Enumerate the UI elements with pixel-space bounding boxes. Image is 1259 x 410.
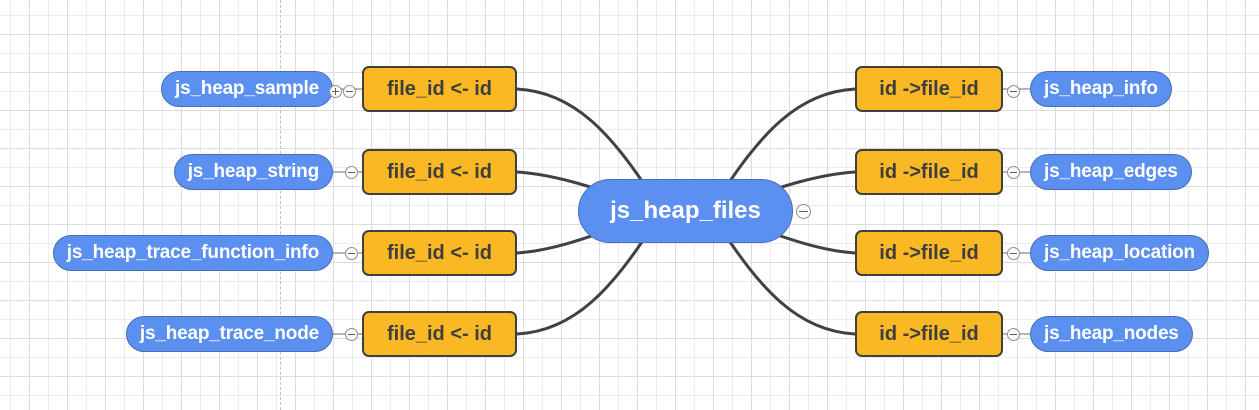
relation-label: file_id <- id [386,160,493,183]
relation-label: file_id <- id [386,77,493,100]
table-node-label: js_heap_trace_node [139,323,319,344]
minus-icon[interactable] [345,166,358,179]
minus-icon[interactable] [1007,247,1020,260]
minus-icon[interactable] [1007,328,1020,341]
relation-node[interactable]: file_id <- id [362,149,517,195]
table-node-js-heap-trace-function-info[interactable]: js_heap_trace_function_info [52,235,333,271]
relation-node[interactable]: file_id <- id [362,66,517,112]
minus-icon[interactable] [1007,166,1020,179]
table-node-label: js_heap_edges [1044,161,1178,182]
relation-node[interactable]: id ->file_id [855,149,1003,195]
relation-node[interactable]: id ->file_id [855,230,1003,276]
table-node-js-heap-trace-node[interactable]: js_heap_trace_node [125,316,333,352]
minus-icon[interactable] [1007,85,1020,98]
minus-icon[interactable] [796,204,811,219]
table-node-label: js_heap_sample [174,78,319,99]
relation-node[interactable]: file_id <- id [362,311,517,357]
relation-label: file_id <- id [386,241,493,264]
table-node-label: js_heap_trace_function_info [66,242,319,263]
table-node-label: js_heap_info [1044,78,1158,99]
table-node-js-heap-nodes[interactable]: js_heap_nodes [1030,316,1193,352]
relation-label: id ->file_id [879,322,979,345]
table-node-js-heap-info[interactable]: js_heap_info [1030,71,1172,107]
relation-label: id ->file_id [879,160,979,183]
table-node-js-heap-sample[interactable]: js_heap_sample [160,71,333,107]
table-node-js-heap-location[interactable]: js_heap_location [1030,235,1209,271]
relation-node[interactable]: id ->file_id [855,66,1003,112]
root-node-js-heap-files[interactable]: js_heap_files [578,179,793,243]
relation-node[interactable]: file_id <- id [362,230,517,276]
table-node-label: js_heap_string [187,161,320,182]
table-node-label: js_heap_nodes [1044,323,1179,344]
table-node-js-heap-string[interactable]: js_heap_string [173,154,333,190]
table-node-label: js_heap_location [1044,242,1195,263]
minus-icon[interactable] [343,85,356,98]
minus-icon[interactable] [345,328,358,341]
canvas-guide-line [280,0,281,410]
plus-icon[interactable] [329,85,342,98]
minus-icon[interactable] [345,247,358,260]
table-node-js-heap-edges[interactable]: js_heap_edges [1030,154,1192,190]
root-node-label: js_heap_files [610,197,761,224]
relation-label: id ->file_id [879,241,979,264]
relation-label: id ->file_id [879,77,979,100]
relation-node[interactable]: id ->file_id [855,311,1003,357]
relation-label: file_id <- id [386,322,493,345]
